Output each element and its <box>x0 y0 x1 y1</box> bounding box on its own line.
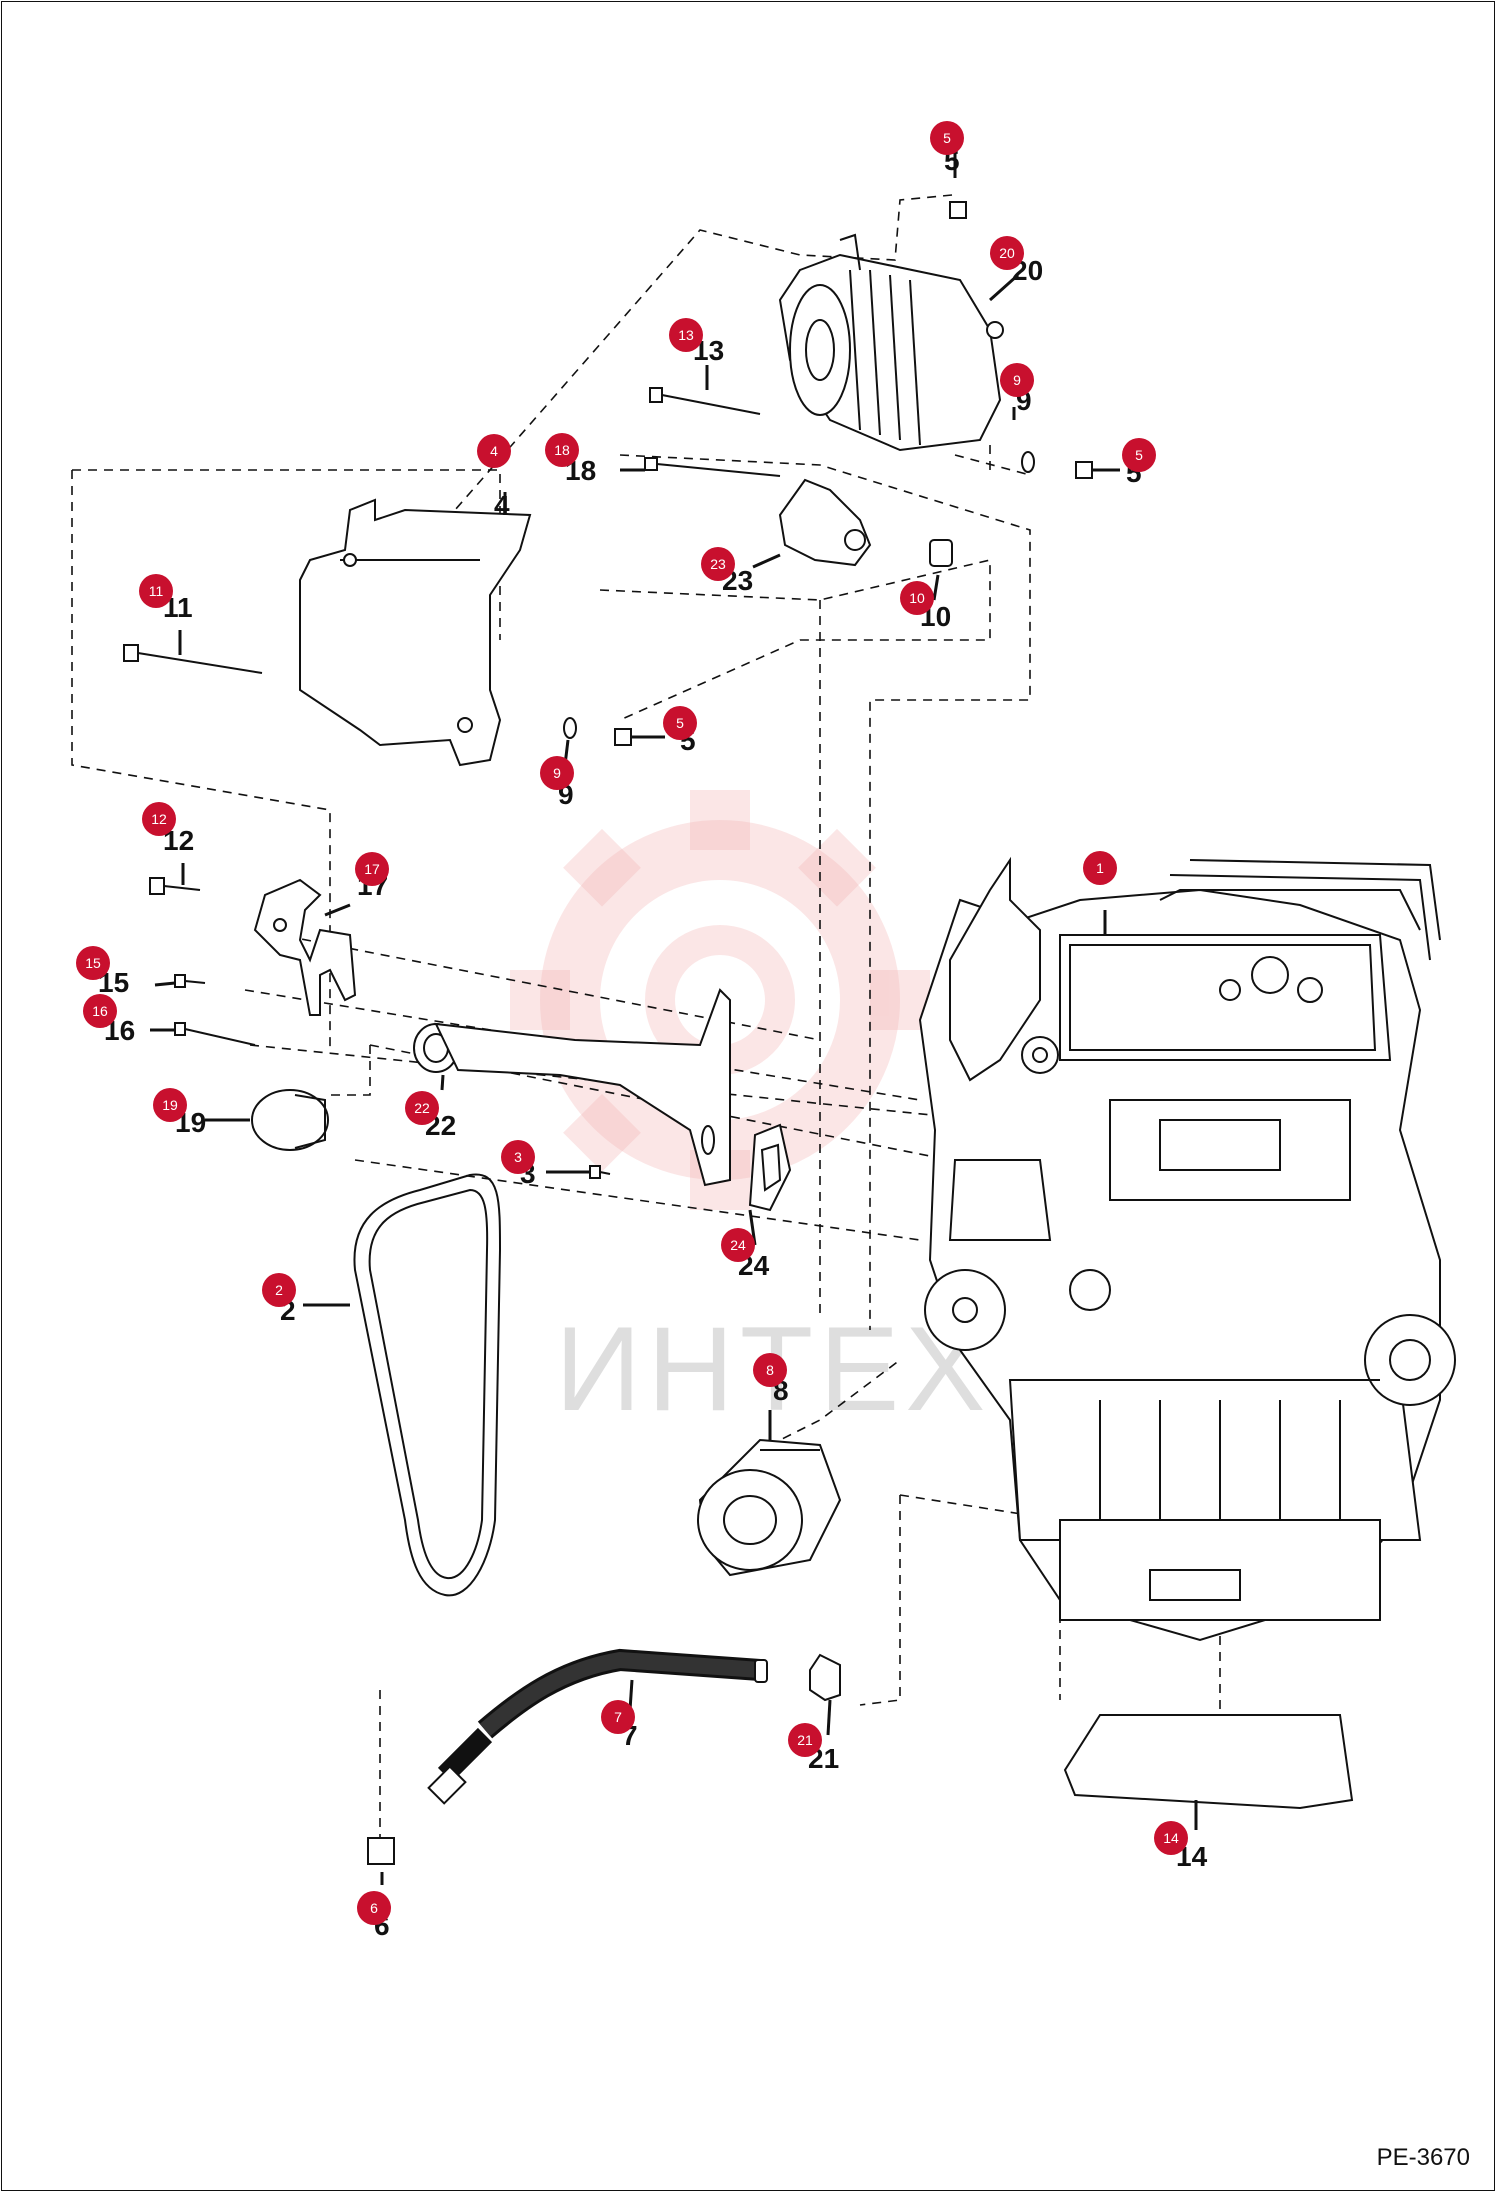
oil-filter-8 <box>697 1438 842 1577</box>
bolt-3 <box>589 1165 611 1179</box>
badge-21[interactable]: 21 <box>788 1723 822 1757</box>
svg-text:2: 2 <box>275 1282 283 1298</box>
bolt-12 <box>149 877 201 895</box>
badge-5c[interactable]: 5 <box>663 706 697 740</box>
badge-12[interactable]: 12 <box>142 802 176 836</box>
svg-text:7: 7 <box>614 1709 622 1725</box>
badge-6[interactable]: 6 <box>357 1891 391 1925</box>
badge-5a[interactable]: 5 <box>930 121 964 155</box>
svg-text:1: 1 <box>1096 860 1104 876</box>
badge-5b[interactable]: 5 <box>1122 438 1156 472</box>
bolt-15 <box>174 974 206 988</box>
svg-text:23: 23 <box>710 556 726 572</box>
cap-19 <box>251 1089 329 1151</box>
svg-text:8: 8 <box>766 1362 774 1378</box>
badge-9b[interactable]: 9 <box>540 756 574 790</box>
svg-text:3: 3 <box>514 1149 522 1165</box>
svg-text:11: 11 <box>149 583 164 599</box>
drive-belt-2 <box>353 1173 502 1597</box>
badge-11[interactable]: 11 <box>139 574 173 608</box>
svg-text:6: 6 <box>370 1900 378 1916</box>
bolt-16 <box>174 1022 256 1046</box>
callout-badges: 5 20 13 9 5 18 4 23 10 11 5 9 12 17 15 1… <box>76 121 1188 1925</box>
svg-text:19: 19 <box>162 1097 178 1113</box>
water-pipe-bracket-22 <box>413 988 731 1187</box>
oil-hose-7 <box>434 1648 761 1796</box>
bolt-13 <box>649 387 761 415</box>
svg-text:5: 5 <box>943 130 951 146</box>
badge-24[interactable]: 24 <box>721 1228 755 1262</box>
svg-text:20: 20 <box>999 245 1015 261</box>
badge-9a[interactable]: 9 <box>1000 363 1034 397</box>
nut-5-top <box>949 201 967 219</box>
badge-23[interactable]: 23 <box>701 547 735 581</box>
badge-18[interactable]: 18 <box>545 433 579 467</box>
engine-assembly <box>918 856 1456 1642</box>
svg-text:24: 24 <box>730 1237 746 1253</box>
badge-1[interactable]: 1 <box>1083 851 1117 885</box>
badge-16[interactable]: 16 <box>83 994 117 1028</box>
nut-5-right <box>1075 461 1093 479</box>
alternator-bracket-cover <box>299 498 532 767</box>
badge-17[interactable]: 17 <box>355 852 389 886</box>
svg-text:15: 15 <box>85 955 101 971</box>
badge-22[interactable]: 22 <box>405 1091 439 1125</box>
svg-text:5: 5 <box>676 715 684 731</box>
spacer-bracket-23 <box>778 478 872 567</box>
svg-text:4: 4 <box>490 443 498 459</box>
badge-19[interactable]: 19 <box>153 1088 187 1122</box>
badge-10[interactable]: 10 <box>900 581 934 615</box>
nut-6 <box>367 1837 395 1865</box>
svg-text:18: 18 <box>554 442 570 458</box>
svg-text:16: 16 <box>92 1003 108 1019</box>
svg-text:5: 5 <box>1135 447 1143 463</box>
hose-clamp-21 <box>809 1653 841 1702</box>
badge-7[interactable]: 7 <box>601 1700 635 1734</box>
leader-lines <box>150 152 1198 1885</box>
badge-15[interactable]: 15 <box>76 946 110 980</box>
badge-20[interactable]: 20 <box>990 236 1024 270</box>
svg-text:9: 9 <box>553 765 561 781</box>
drawing-reference-number: PE-3670 <box>1376 2144 1470 2171</box>
svg-text:17: 17 <box>364 861 380 877</box>
svg-text:14: 14 <box>1163 1830 1179 1846</box>
mounting-plate-17 <box>253 878 357 1016</box>
svg-text:22: 22 <box>414 1100 430 1116</box>
svg-text:10: 10 <box>909 590 925 606</box>
pad-14 <box>1063 1714 1354 1810</box>
washer-9-mid <box>563 717 577 739</box>
gasket-24 <box>748 1123 792 1212</box>
badge-13[interactable]: 13 <box>669 318 703 352</box>
washer-9-right <box>1021 451 1035 473</box>
badge-4[interactable]: 4 <box>477 434 511 468</box>
alternator <box>778 233 1004 452</box>
badge-8[interactable]: 8 <box>753 1353 787 1387</box>
spacer-10 <box>929 539 953 567</box>
nut-5-mid <box>614 728 632 746</box>
badge-3[interactable]: 3 <box>501 1140 535 1174</box>
bolt-18 <box>644 457 781 477</box>
svg-text:12: 12 <box>151 811 167 827</box>
svg-text:13: 13 <box>678 327 694 343</box>
badge-14[interactable]: 14 <box>1154 1821 1188 1855</box>
callout-label-4: 4 <box>494 490 510 521</box>
hose-fitting-7 <box>427 1659 768 1805</box>
bolt-11 <box>123 644 263 674</box>
svg-text:9: 9 <box>1013 372 1021 388</box>
svg-text:21: 21 <box>797 1732 813 1748</box>
badge-2[interactable]: 2 <box>262 1273 296 1307</box>
